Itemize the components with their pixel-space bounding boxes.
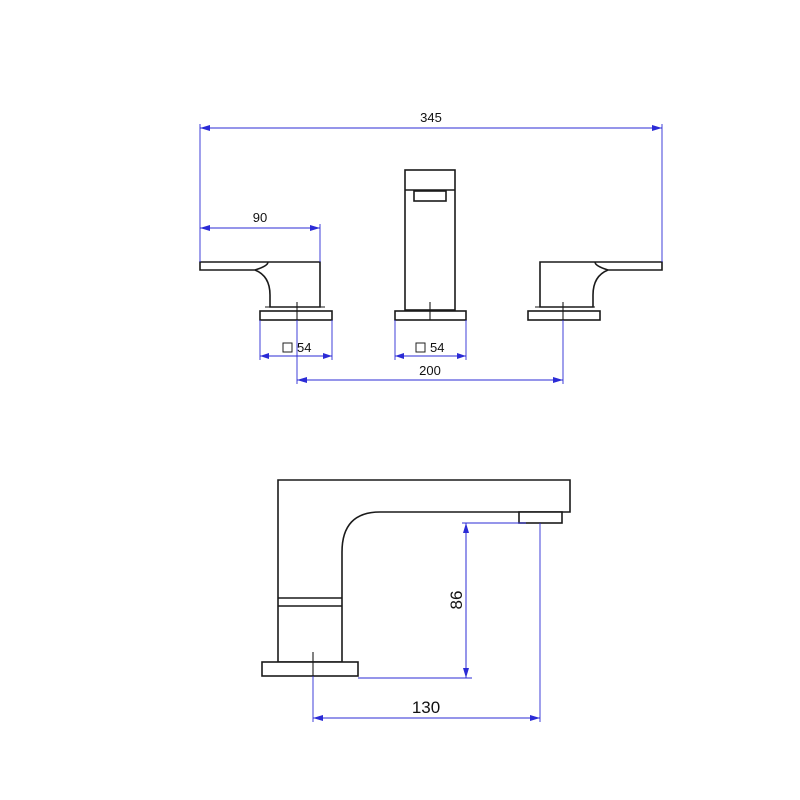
left-handle bbox=[199, 261, 333, 321]
dimension-345: 345 bbox=[199, 110, 663, 262]
square-icon bbox=[415, 342, 426, 353]
dimension-label-86: 86 bbox=[447, 591, 466, 610]
square-icon bbox=[282, 342, 293, 353]
dimension-86: 86 bbox=[358, 522, 526, 679]
dimension-200: 200 bbox=[296, 320, 564, 384]
dimension-label-base-left: 54 bbox=[297, 340, 311, 355]
dimension-130: 130 bbox=[312, 523, 541, 722]
right-handle bbox=[527, 261, 663, 321]
side-view: 86 130 bbox=[261, 479, 571, 722]
dimension-base-center: 54 bbox=[394, 320, 467, 360]
front-view: 345 90 54 54 bbox=[199, 110, 663, 384]
dimension-label-90: 90 bbox=[253, 210, 267, 225]
dimension-90: 90 bbox=[200, 210, 321, 262]
spout-side bbox=[261, 479, 571, 677]
center-spout-front bbox=[394, 169, 467, 321]
dimension-base-left: 54 bbox=[259, 320, 333, 360]
dimension-label-130: 130 bbox=[412, 698, 440, 717]
dimension-label-base-center: 54 bbox=[430, 340, 444, 355]
dimension-label-345: 345 bbox=[420, 110, 442, 125]
dimension-label-200: 200 bbox=[419, 363, 441, 378]
